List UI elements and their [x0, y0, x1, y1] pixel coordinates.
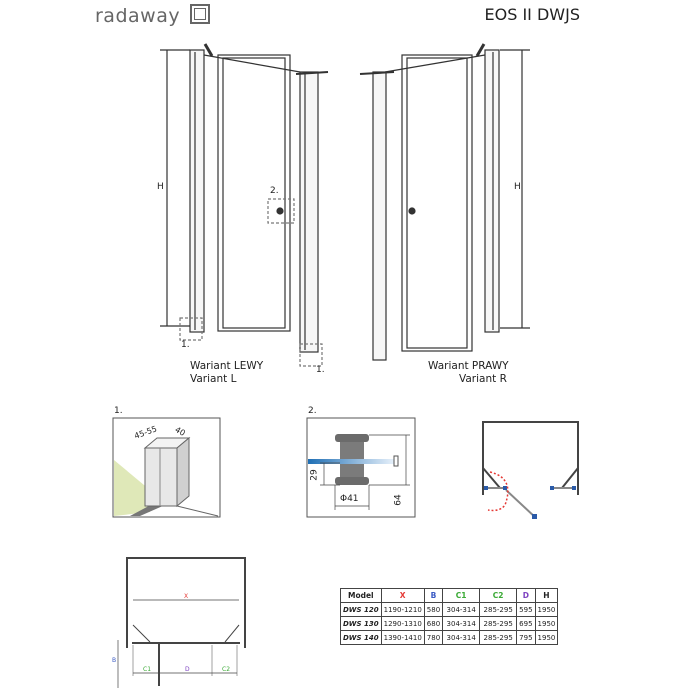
cell: 1390-1410: [380, 630, 425, 645]
cell: DWS 120: [340, 602, 382, 617]
col-x: X: [380, 588, 425, 603]
callout-2: 2.: [270, 186, 279, 196]
brand-name: radaway: [95, 5, 181, 27]
right-elevation: [359, 43, 530, 361]
variant-left-pl: Wariant LEWY: [190, 360, 264, 372]
col-model: Model: [340, 588, 382, 603]
cell: DWS 140: [340, 630, 382, 645]
plan-x-label: X: [184, 593, 189, 600]
cell: 304-314: [442, 602, 481, 617]
cell: 695: [516, 616, 536, 631]
brand-logo: radaway: [95, 4, 210, 27]
col-h: H: [534, 588, 559, 603]
cell: 1950: [534, 602, 559, 617]
callout-1b: 1.: [316, 365, 325, 375]
height-label-right: H: [514, 182, 521, 192]
callout-1a: 1.: [181, 340, 190, 350]
cell: 285-295: [479, 630, 518, 645]
variant-right-en: Variant R: [459, 373, 507, 385]
col-b: B: [423, 588, 444, 603]
cell: 285-295: [479, 602, 518, 617]
cell: 1950: [534, 616, 559, 631]
product-title: EOS II DWJS: [484, 5, 580, 24]
detail-2-drawing: [306, 417, 416, 518]
cell: 1290-1310: [380, 616, 425, 631]
cell: 595: [516, 602, 536, 617]
height-label-left: H: [157, 182, 164, 192]
plan-b-label: B: [112, 657, 117, 664]
col-c1: C1: [442, 588, 481, 603]
cell: 780: [423, 630, 444, 645]
cell: 285-295: [479, 616, 518, 631]
left-elevation: [160, 43, 329, 367]
cell: 304-314: [442, 616, 481, 631]
variant-left-en: Variant L: [190, 373, 237, 385]
col-c2: C2: [479, 588, 518, 603]
cell: 795: [516, 630, 536, 645]
plan-c1-label: C1: [143, 666, 152, 673]
cell: 1950: [534, 630, 559, 645]
cell: DWS 130: [340, 616, 382, 631]
detail-2-dim-height: 29: [309, 469, 320, 481]
plan-small: [482, 421, 579, 519]
logo-square-icon: [189, 4, 210, 24]
detail-1-number: 1.: [114, 406, 123, 416]
cell: 1190-1210: [380, 602, 425, 617]
col-d: D: [516, 588, 536, 603]
cell: 680: [423, 616, 444, 631]
detail-1-drawing: [112, 417, 221, 518]
plan-large: [117, 557, 246, 688]
detail-2-number: 2.: [308, 406, 317, 416]
cell: 304-314: [442, 630, 481, 645]
variant-right-pl: Wariant PRAWY: [428, 360, 509, 372]
detail-2-dim-diameter: Φ41: [340, 494, 359, 504]
table-header-row: Model X B C1 C2 D H: [340, 588, 559, 603]
cell: 580: [423, 602, 444, 617]
plan-d-label: D: [185, 666, 190, 673]
detail-2-dim-total: 64: [393, 494, 404, 506]
plan-c2-label: C2: [222, 666, 231, 673]
